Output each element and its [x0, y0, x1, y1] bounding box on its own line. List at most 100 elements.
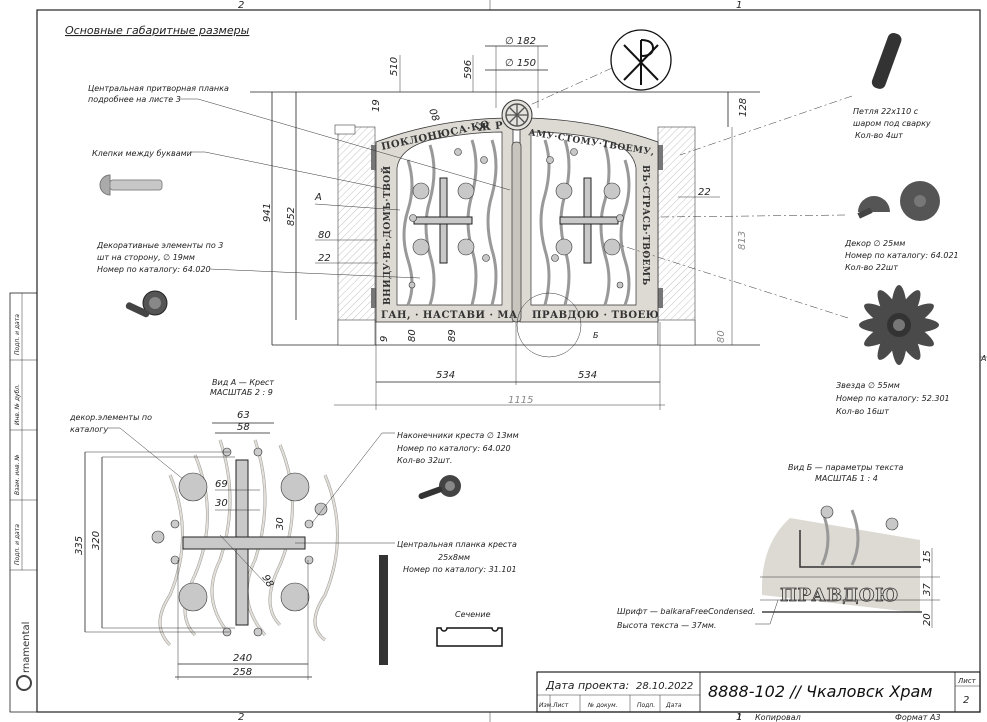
label: Декор ∅ 25мм	[844, 239, 905, 248]
label: 19	[371, 99, 382, 112]
label: ∅ 150	[505, 58, 536, 69]
label: 240	[233, 653, 252, 664]
decor-tip-icon	[125, 290, 168, 318]
label: Звезда ∅ 55мм	[836, 381, 900, 390]
center-plank	[511, 141, 522, 323]
label: 63	[237, 410, 250, 421]
label: Кол-во 16шт	[836, 407, 889, 416]
label: Наконечники креста ∅ 13мм	[397, 431, 519, 440]
label: Петля 22х110 с	[853, 107, 919, 116]
sheet-number: 2	[963, 695, 969, 706]
inscription: ВЪ·СТРАСЬ·ТВОЕМЪ	[640, 165, 650, 286]
stamp-cell: Инв. № дубл.	[14, 384, 21, 425]
label: Сечение	[455, 610, 491, 619]
label: Кол-во 4шт	[855, 131, 903, 140]
label: Номер по каталогу: 64.020	[397, 444, 511, 453]
label: A	[314, 192, 322, 203]
label: Дата проекта:	[545, 679, 629, 692]
hinge-icon	[371, 288, 376, 308]
label: Номер по каталогу: 64.020	[97, 265, 211, 274]
label: 852	[286, 207, 297, 226]
label: 22	[318, 253, 331, 264]
label: 534	[436, 370, 455, 381]
zone-label: 2	[238, 712, 244, 722]
star-rosette-icon	[859, 285, 939, 365]
label: Центральная притворная планка	[88, 84, 229, 93]
label: шаром под сварку	[853, 119, 931, 128]
callout-decor-elements: Декоративные элементы по 3 шт на сторону…	[96, 241, 421, 318]
label: МАСШТАБ 2 : 9	[210, 388, 273, 397]
label: Вид Б — параметры текста	[788, 463, 903, 472]
label: МАСШТАБ 1 : 4	[815, 474, 878, 483]
cross-horizontal-bar	[182, 536, 306, 550]
label: 510	[389, 57, 400, 76]
label: 1115	[508, 395, 533, 406]
label: № докум.	[587, 702, 618, 709]
drawing-title: 8888-102 // Чкаловск Храм	[708, 682, 932, 701]
label: 80	[318, 230, 331, 241]
post-right	[657, 126, 696, 346]
inscription: ВНИДУ·ВЪ·ДОМЪ·ТВОЙ	[380, 165, 393, 305]
label: ПРАВДОЮ	[780, 585, 899, 606]
callout-rivets: Клепки между буквами	[92, 149, 391, 196]
label: Шрифт — balkaraFreeCondensed.	[617, 607, 755, 616]
label: Кол-во 22шт	[845, 263, 898, 272]
zone-label: A	[980, 354, 986, 363]
label: 128	[738, 98, 749, 117]
label: 9	[379, 336, 390, 342]
callout-star: Звезда ∅ 55мм Номер по каталогу: 52.301 …	[619, 244, 950, 416]
chi-rho-symbol	[529, 29, 672, 106]
stamp-cell: Взам. инв. №	[14, 454, 21, 495]
callout-cross-plank: Центральная планка креста 25х8мм Номер п…	[295, 540, 517, 665]
section-profile	[436, 627, 503, 647]
label: Вид А — Крест	[212, 378, 274, 387]
label: Копировал	[755, 713, 801, 722]
label: 30	[275, 517, 286, 530]
label: 69	[215, 479, 228, 490]
label: 37	[922, 583, 933, 596]
label: декор.элементы по	[69, 413, 152, 422]
title-block: Дата проекта: 28.10.2022 8888-102 // Чка…	[536, 671, 981, 722]
label: 20	[922, 613, 933, 626]
sheet-title: Основные габаритные размеры	[65, 24, 250, 37]
label: 258	[233, 667, 252, 678]
rivet-icon	[99, 174, 163, 196]
label: ∅ 182	[505, 36, 536, 47]
label: Кол-во 32шт.	[397, 456, 452, 465]
label: 25х8мм	[438, 553, 470, 562]
hinge-icon	[658, 288, 663, 308]
zone-label: 1	[736, 712, 742, 722]
label: шт на сторону, ∅ 19мм	[97, 253, 195, 262]
label: Номер по каталогу: 64.021	[845, 251, 959, 260]
inscription: ПРАВДОЮ · ТВОЕЮ	[532, 310, 659, 321]
view-b-text-params: Вид Б — параметры текста МАСШТАБ 1 : 4 П…	[617, 463, 940, 630]
label: 534	[578, 370, 597, 381]
inscription: Ж Р	[477, 120, 504, 134]
label: подробнее на листе 3	[88, 95, 181, 104]
label: 28.10.2022	[636, 681, 693, 692]
label: 08	[426, 107, 441, 123]
label: каталогу	[70, 425, 109, 434]
label: Лист	[957, 677, 977, 685]
zone-label: 1	[736, 0, 742, 11]
view-a-cross: Вид А — Крест МАСШТАБ 2 : 9 декор.элемен…	[69, 378, 339, 680]
label: 30	[215, 498, 228, 509]
decor-balls	[408, 148, 624, 289]
label: 22	[698, 187, 711, 198]
plank-photo-icon	[379, 555, 388, 665]
side-stamp: Подп. и дата Инв. № дубл. Взам. инв. № П…	[9, 292, 38, 713]
hinge-photo-icon	[871, 32, 902, 89]
label: Формат А3	[895, 713, 941, 722]
label: Номер по каталогу: 31.101	[403, 565, 517, 574]
post-left	[337, 126, 376, 346]
label: Высота текста — 37мм.	[617, 621, 716, 630]
gate-dimensions: 941 852 510 596 19 08 ∅ 182 ∅ 150 A 80 2…	[250, 36, 760, 410]
gate-elevation: ПОКЛОНЮСА·КО Ж Р АМУ·СТОМУ·ТВОЕМУ, ВНИДУ…	[272, 99, 760, 358]
decor25-photo-icon	[857, 181, 940, 221]
label: Клепки между буквами	[92, 149, 192, 158]
label: Подп.	[637, 702, 655, 709]
label: 80	[407, 329, 418, 342]
label: 813	[737, 231, 748, 250]
hinge-icon	[658, 145, 663, 170]
